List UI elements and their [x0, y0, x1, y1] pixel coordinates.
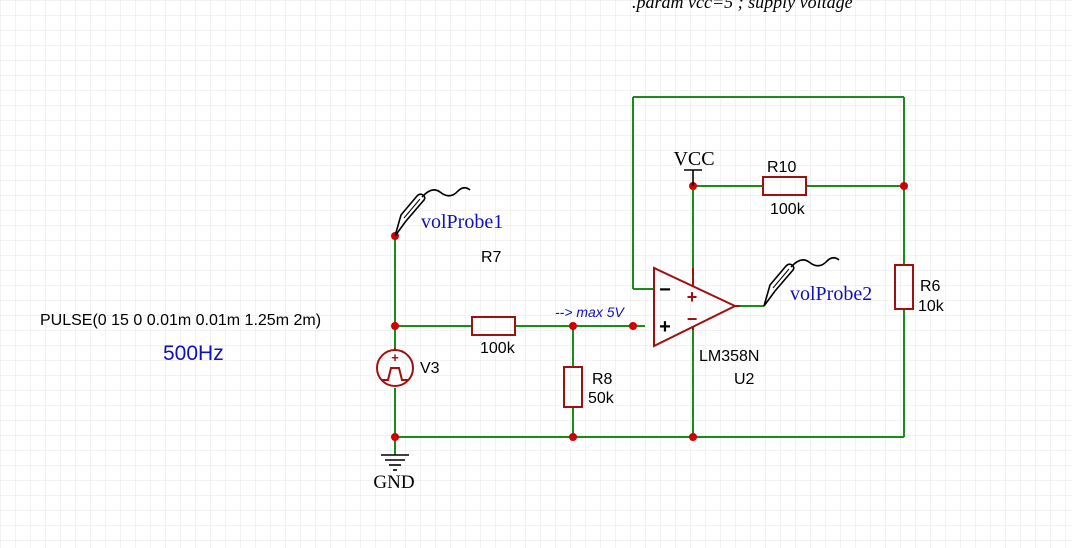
- vcc-port-icon[interactable]: [684, 169, 702, 186]
- gnd-net-label: GND: [373, 472, 414, 493]
- r10-designator: R10: [767, 159, 796, 176]
- r7-value: 100k: [480, 340, 516, 357]
- opamp-designator: U2: [734, 371, 755, 388]
- opamp-part-number: LM358N: [699, 348, 759, 365]
- r8-value: 50k: [588, 390, 615, 407]
- r6-designator: R6: [920, 278, 941, 295]
- pulse-source-v3[interactable]: +: [376, 348, 414, 387]
- opamp-u2[interactable]: [653, 266, 740, 348]
- r8-designator: R8: [592, 371, 613, 388]
- r6-value: 10k: [918, 298, 945, 315]
- probe1-label: volProbe1: [421, 211, 503, 233]
- vcc-net-label: VCC: [673, 148, 714, 170]
- opamp-outer-bottom-sign: +: [659, 316, 671, 338]
- resistor-r8[interactable]: [563, 366, 583, 408]
- resistor-r6[interactable]: [894, 264, 914, 310]
- net-annotation: --> max 5V: [555, 304, 626, 320]
- resistor-r7[interactable]: [471, 316, 516, 336]
- ground-icon[interactable]: [381, 454, 409, 471]
- r10-value: 100k: [770, 201, 806, 218]
- resistor-r10[interactable]: [762, 176, 807, 196]
- wires: [394, 96, 905, 455]
- voltage-probe-2-icon[interactable]: [763, 256, 840, 307]
- r7-designator: R7: [481, 249, 502, 266]
- source-plus-sign: +: [391, 350, 399, 365]
- frequency-note: 500Hz: [163, 342, 224, 365]
- voltage-probe-icon[interactable]: [394, 186, 471, 237]
- source-designator: V3: [420, 360, 440, 377]
- opamp-outer-top-sign: −: [659, 279, 671, 301]
- opamp-inner-bottom-sign: −: [687, 309, 698, 329]
- probe2-label: volProbe2: [790, 283, 872, 305]
- source-spec: PULSE(0 15 0 0.01m 0.01m 1.25m 2m): [40, 312, 321, 329]
- opamp-inner-top-sign: +: [687, 287, 698, 307]
- param-directive[interactable]: .param vcc=5 ; supply voltage: [632, 0, 853, 12]
- junctions: [391, 182, 908, 441]
